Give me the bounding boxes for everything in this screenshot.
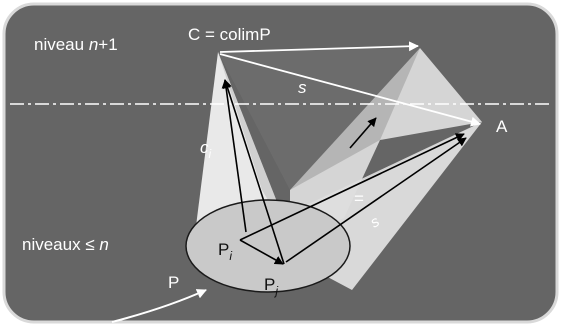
pattern-ellipse — [185, 199, 351, 293]
arrow-pj-to-a — [285, 137, 467, 263]
cone-arrow-label: s — [298, 78, 307, 97]
connecting-surface — [290, 48, 482, 240]
level-upper-label: niveau n+1 — [34, 35, 118, 54]
arrow-pi-to-pj — [239, 239, 284, 265]
arrow-c-to-upper — [219, 41, 419, 53]
arrow-inner — [349, 117, 377, 149]
connecting-surface-shade — [218, 48, 420, 190]
arrow-ci — [221, 79, 247, 233]
arrow-pi-to-a — [239, 133, 465, 241]
object-pj-label: Pj — [264, 275, 278, 298]
apex-label: A — [496, 117, 508, 136]
link-arrow-label: ci — [200, 138, 212, 161]
equals-label: = — [354, 189, 364, 208]
arrow-into-pattern — [111, 289, 207, 323]
level-lower-label: niveaux ≤ n — [22, 235, 109, 254]
arrow-pj-to-c — [223, 79, 285, 265]
colimit-cone-shade — [218, 52, 292, 240]
pattern-label: P — [168, 273, 179, 292]
colimit-label: C = colimP — [188, 25, 271, 44]
object-pi-label: Pi — [218, 240, 232, 263]
arrow-s — [219, 53, 481, 127]
